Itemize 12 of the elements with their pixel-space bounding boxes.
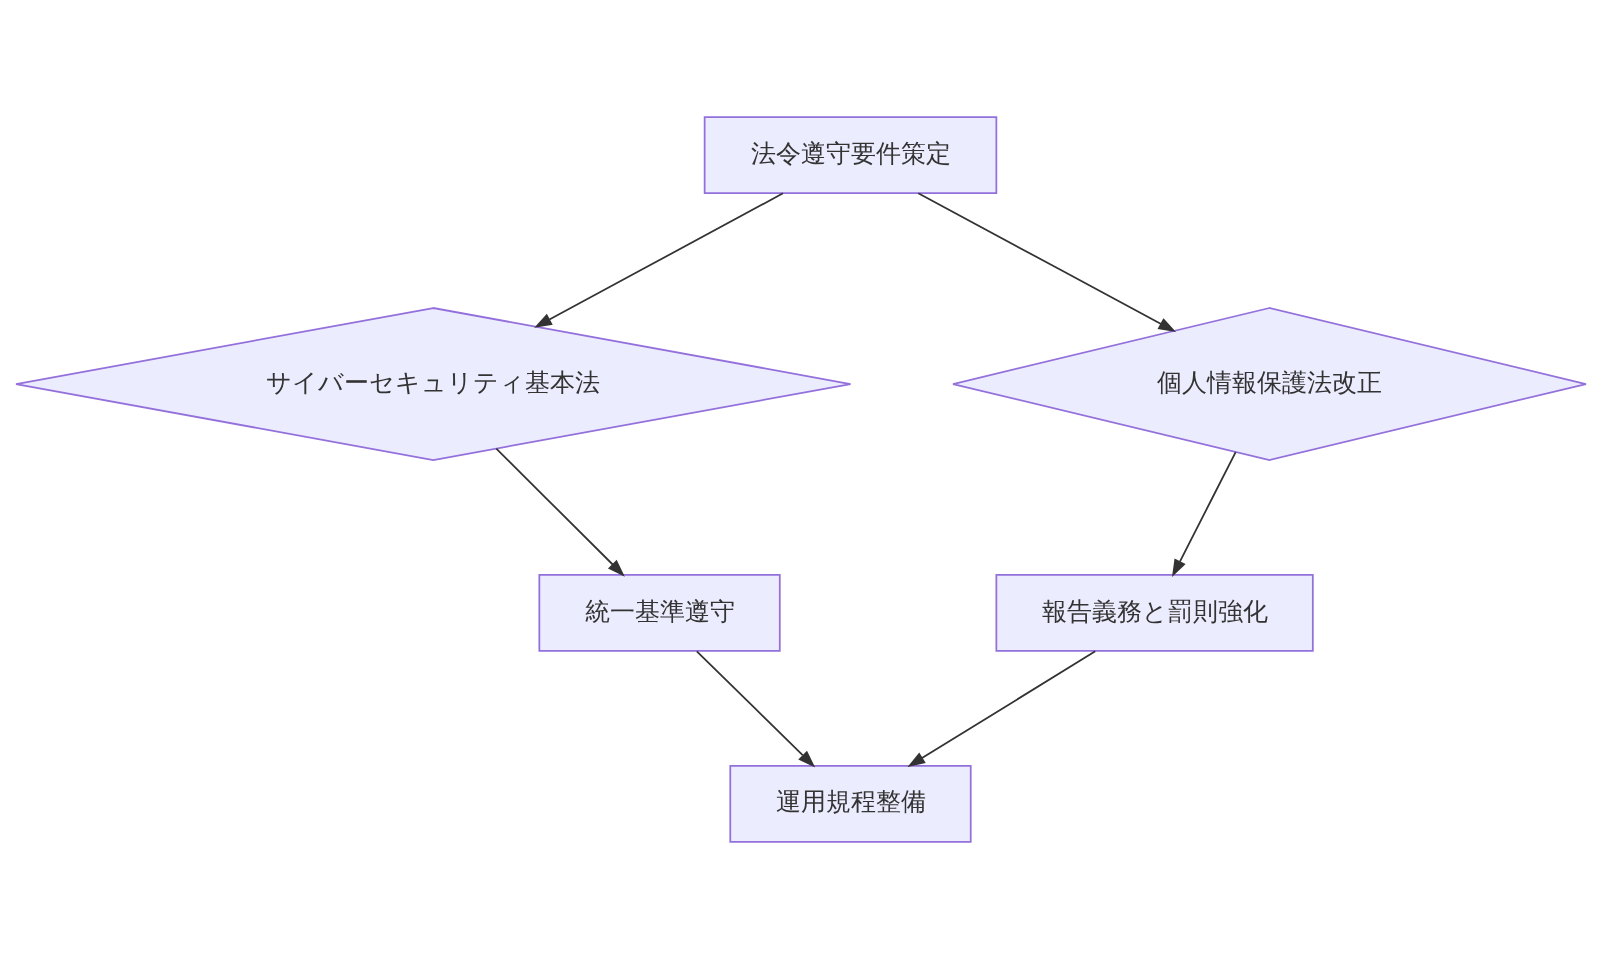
node-box: 法令遵守要件策定 [703,115,998,194]
arrow [917,191,1177,332]
arrow [1172,450,1237,577]
node-box: 統一基準遵守 [538,573,781,652]
arrow [907,649,1097,767]
arrow [695,649,816,768]
arrow [495,447,625,577]
node-box: 報告義務と罰則強化 [995,573,1314,652]
node-diamond: 個人情報保護法改正 [952,306,1587,461]
node-diamond: サイバーセキュリティ基本法 [15,306,852,461]
arrow [534,191,784,328]
node-box: 運用規程整備 [729,764,972,843]
